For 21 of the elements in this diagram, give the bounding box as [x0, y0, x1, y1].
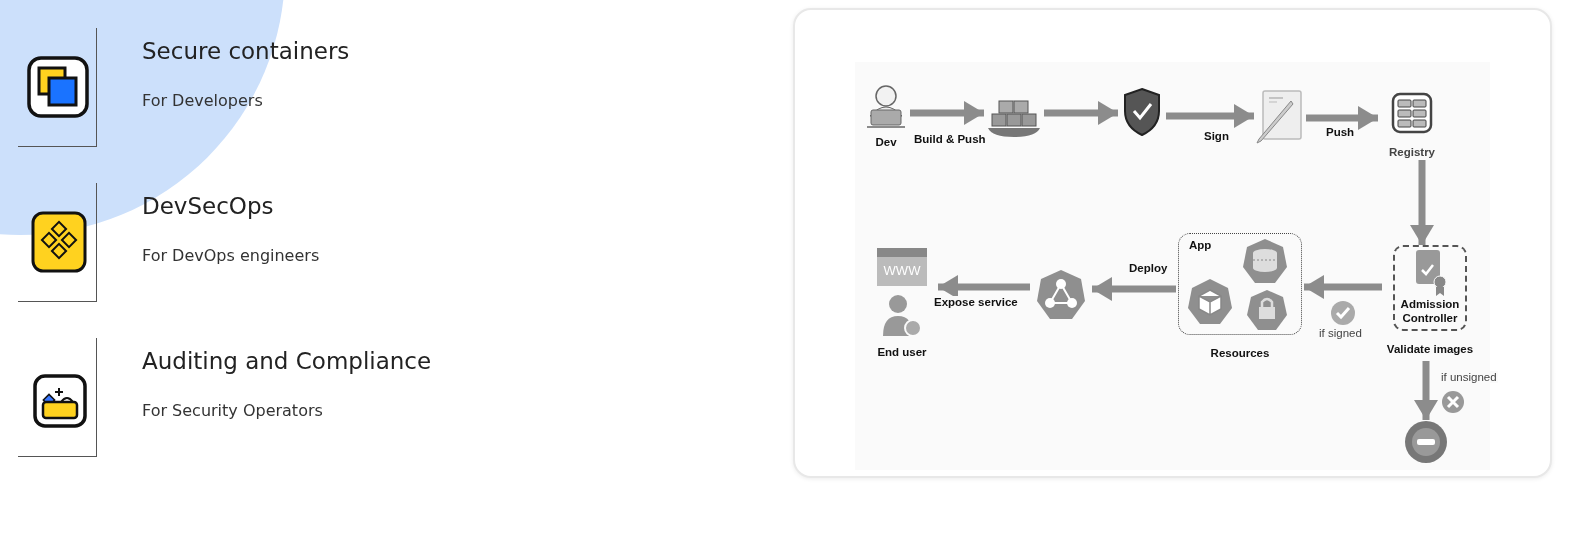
feature-subtitle: For Developers	[142, 91, 263, 110]
node-label: Admission Controller	[1399, 298, 1461, 326]
edge-label: if signed	[1318, 327, 1363, 339]
feature-title: Auditing and Compliance	[142, 348, 432, 374]
browser-window: WWW	[877, 248, 927, 286]
group-label: App	[1189, 239, 1212, 253]
feature-title: DevSecOps	[142, 193, 274, 219]
node-caption: Resources	[1210, 347, 1270, 361]
edge-label: Expose service	[933, 296, 1019, 308]
feature-title: Secure containers	[142, 38, 350, 64]
edge-label: Deploy	[1128, 262, 1169, 274]
feature-subtitle: For DevOps engineers	[142, 246, 320, 265]
node-label: Dev	[875, 136, 897, 150]
edge-label: Build & Push	[913, 133, 987, 145]
node-caption: Validate images	[1386, 343, 1474, 357]
edge-label: Sign	[1203, 130, 1230, 142]
edge-label: Push	[1325, 126, 1356, 138]
edge-label: if unsigned	[1440, 371, 1498, 383]
node-label: End user	[877, 346, 927, 360]
feature-subtitle: For Security Operators	[142, 401, 323, 420]
node-label: Registry	[1389, 146, 1435, 160]
